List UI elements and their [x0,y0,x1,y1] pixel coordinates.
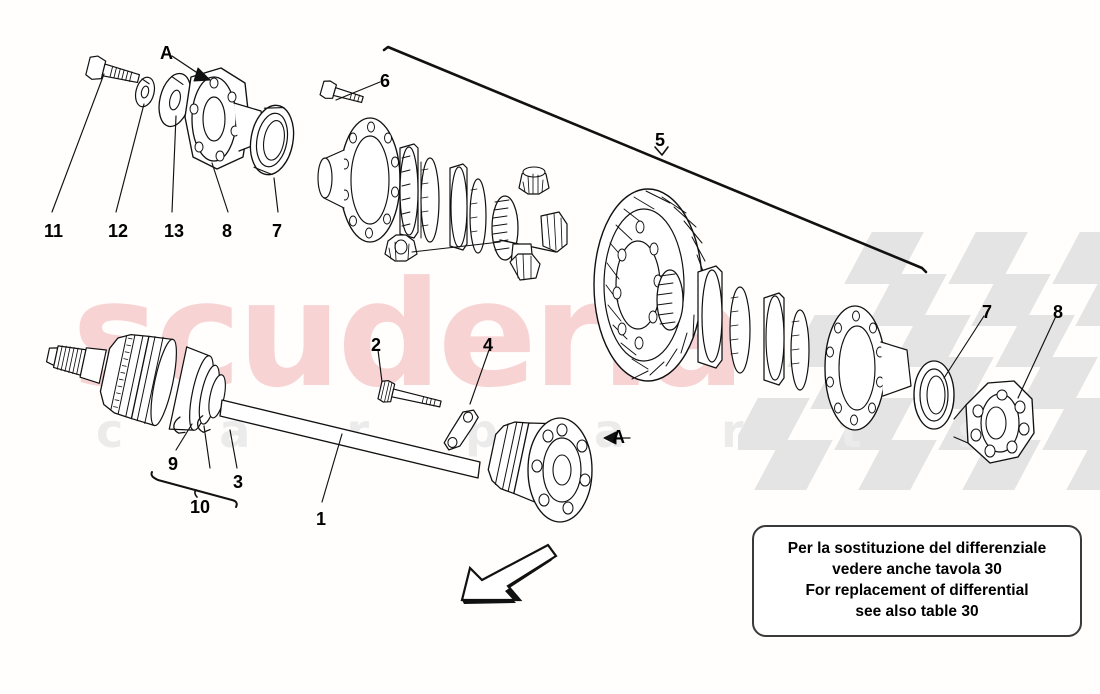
callout-7-left: 7 [272,221,283,241]
callout-8-right: 8 [1053,302,1064,322]
callout-8-left: 8 [222,221,233,241]
callout-10: 10 [190,497,211,517]
callout-9: 9 [168,454,179,474]
callout-12: 12 [108,221,129,241]
callout-6: 6 [380,71,391,91]
note-line-4: see also table 30 [855,602,979,620]
replacement-note-box: Per la sostituzione del differenziale ve… [752,525,1082,637]
callout-5: 5 [655,130,666,150]
callout-13: 13 [164,221,185,241]
callout-3: 3 [233,472,244,492]
note-line-3: For replacement of differential [805,582,1029,599]
callout-4: 4 [483,335,494,355]
view-direction-arrow [460,543,558,604]
callout-11: 11 [44,221,64,241]
callout-2: 2 [371,335,382,355]
note-line-1: Per la sostituzione del differenziale [787,540,1047,558]
section-marker-a-bottom: A [612,427,625,447]
section-marker-a-top: A [160,43,173,63]
callout-1: 1 [316,509,327,529]
note-line-2: vedere anche tavola 30 [832,561,1002,579]
callout-7-right: 7 [982,302,993,322]
